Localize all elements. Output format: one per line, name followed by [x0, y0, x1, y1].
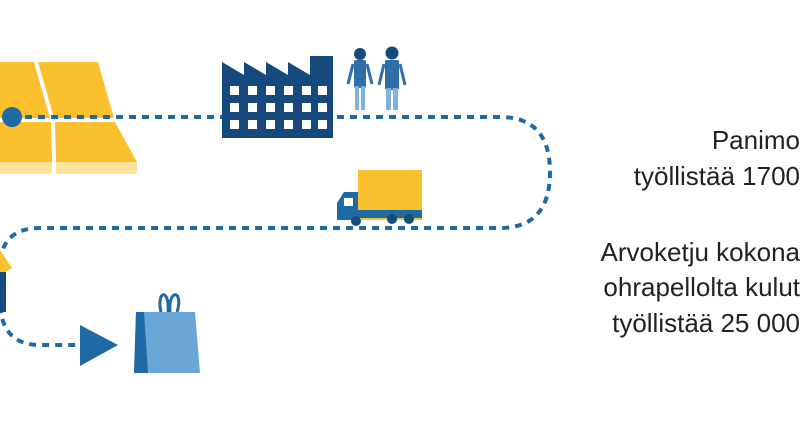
store-icon: [0, 250, 12, 312]
value-chain-route: [0, 115, 553, 347]
text-line-1: Panimo: [711, 125, 800, 155]
text-line-4: ohrapellolta kulut: [603, 272, 800, 302]
workers-icon: [346, 46, 407, 110]
text-line-2: työllistää 1700: [633, 161, 800, 191]
worker-icon: [346, 48, 374, 110]
route-start-dot: [2, 107, 22, 127]
factory-icon: [222, 56, 333, 138]
delivery-truck-icon: [337, 170, 422, 226]
text-line-5: työllistää 25 000: [612, 308, 800, 338]
worker-icon: [377, 46, 407, 110]
text-line-3: Arvoketju kokona: [600, 237, 800, 267]
barley-field-icon: [0, 62, 137, 174]
shopping-bag-icon: [134, 293, 200, 373]
arrow-right-icon: [80, 325, 118, 366]
